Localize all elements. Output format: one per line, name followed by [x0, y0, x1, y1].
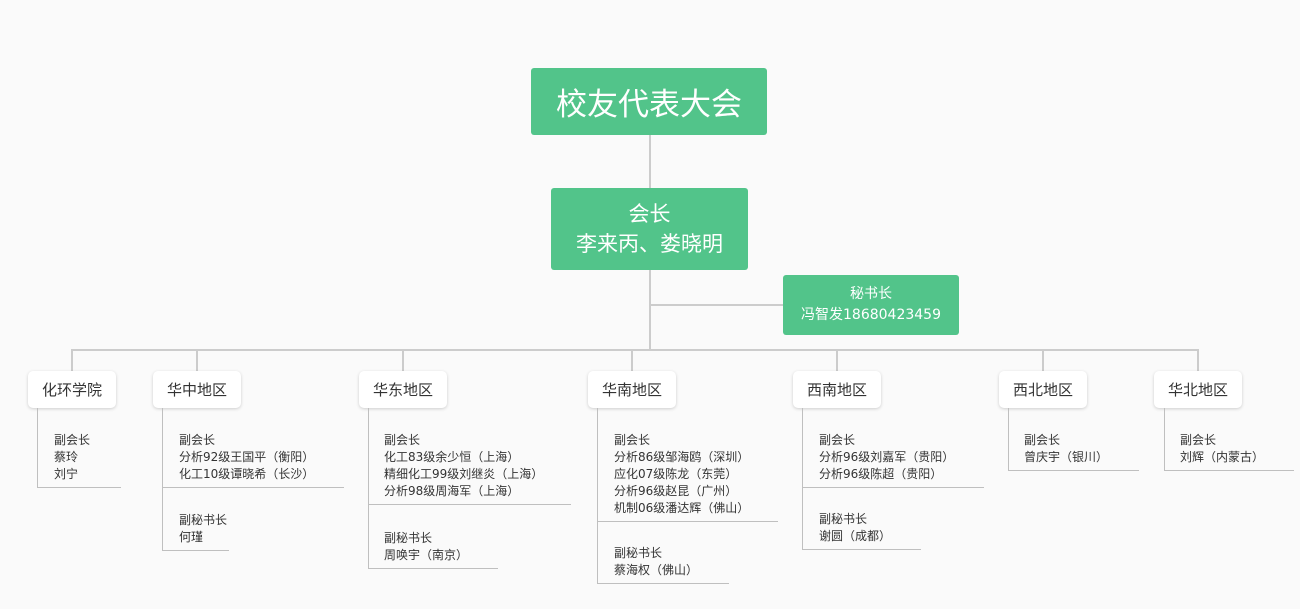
- region-label: 华南地区: [601, 381, 662, 399]
- member-name: 分析96级陈超（贵阳）: [819, 467, 943, 481]
- group-underline: [1008, 470, 1139, 471]
- member-group: 副会长分析92级王国平（衡阳） 化工10级谭晓希（长沙）: [179, 432, 314, 483]
- region-node[interactable]: 华北地区: [1154, 371, 1242, 408]
- member-group: 副秘书长谢圆（成都）: [819, 511, 891, 545]
- region-label: 华北地区: [1167, 381, 1228, 399]
- group-title: 副会长: [1180, 433, 1217, 447]
- member-name: 蔡海权（佛山）: [614, 563, 699, 577]
- group-title: 副秘书长: [614, 546, 663, 560]
- region-node[interactable]: 华东地区: [359, 371, 447, 408]
- region-label: 西北地区: [1012, 381, 1073, 399]
- member-group: 副秘书长蔡海权（佛山）: [614, 545, 698, 579]
- member-group: 副会长化工83级余少恒（上海） 精细化工99级刘继炎（上海） 分析98级周海军（上海…: [384, 432, 543, 500]
- region-node[interactable]: 化环学院: [28, 371, 116, 408]
- group-title: 副秘书长: [179, 513, 228, 527]
- region-label: 西南地区: [806, 381, 867, 399]
- member-group: 副会长分析86级邹海鸥（深圳） 应化07级陈龙（东莞） 分析96级赵昆（广州） 机制0…: [614, 432, 749, 517]
- region-node[interactable]: 西北地区: [999, 371, 1087, 408]
- secretary-name: 冯智发18680423459: [801, 307, 941, 323]
- region-label: 华东地区: [372, 381, 433, 399]
- group-guide-line: [1008, 408, 1009, 471]
- group-guide-line: [37, 408, 38, 488]
- group-title: 副会长: [1024, 433, 1061, 447]
- member-group: 副会长分析96级刘嘉军（贵阳） 分析96级陈超（贵阳）: [819, 432, 954, 483]
- member-name: 分析92级王国平（衡阳）: [179, 450, 315, 464]
- group-title: 副会长: [54, 433, 91, 447]
- member-name: 分析96级刘嘉军（贵阳）: [819, 450, 955, 464]
- group-guide-line: [597, 408, 598, 584]
- member-name: 分析86级邹海鸥（深圳）: [614, 450, 750, 464]
- group-title: 副会长: [384, 433, 421, 447]
- group-title: 副会长: [819, 433, 856, 447]
- region-node[interactable]: 华南地区: [588, 371, 676, 408]
- group-guide-line: [368, 408, 369, 569]
- group-guide-line: [802, 408, 803, 550]
- group-title: 副秘书长: [384, 531, 433, 545]
- member-group: 副会长曾庆宇（银川）: [1024, 432, 1108, 466]
- group-title: 副会长: [179, 433, 216, 447]
- secretary-node[interactable]: 秘书长 冯智发18680423459: [783, 275, 959, 335]
- member-group: 副秘书长周唤宇（南京）: [384, 530, 468, 564]
- group-underline: [368, 568, 498, 569]
- group-guide-line: [162, 408, 163, 551]
- member-name: 刘宁: [54, 467, 79, 481]
- member-name: 机制06级潘达辉（佛山）: [614, 501, 750, 515]
- president-title: 会长: [628, 202, 671, 226]
- group-underline: [802, 487, 984, 488]
- group-underline: [1164, 470, 1294, 471]
- group-underline: [162, 487, 344, 488]
- member-group: 副会长蔡玲刘宁: [54, 432, 90, 483]
- member-group: 副秘书长何瑾: [179, 512, 227, 546]
- member-name: 精细化工99级刘继炎（上海）: [384, 467, 544, 481]
- group-underline: [368, 504, 571, 505]
- root-label: 校友代表大会: [556, 87, 742, 123]
- group-underline: [37, 487, 121, 488]
- member-name: 化工10级谭晓希（长沙）: [179, 467, 315, 481]
- member-name: 周唤宇（南京）: [384, 548, 469, 562]
- member-group: 副会长刘辉（内蒙古）: [1180, 432, 1264, 466]
- member-name: 蔡玲: [54, 450, 79, 464]
- member-name: 谢圆（成都）: [819, 529, 892, 543]
- region-node[interactable]: 西南地区: [793, 371, 881, 408]
- region-node[interactable]: 华中地区: [153, 371, 241, 408]
- region-label: 化环学院: [41, 381, 102, 399]
- root-node[interactable]: 校友代表大会: [531, 68, 767, 135]
- region-label: 华中地区: [166, 381, 227, 399]
- group-underline: [597, 583, 729, 584]
- president-names: 李来丙、娄晓明: [576, 232, 723, 256]
- group-underline: [597, 521, 778, 522]
- president-node[interactable]: 会长 李来丙、娄晓明: [551, 188, 748, 270]
- member-name: 化工83级余少恒（上海）: [384, 450, 520, 464]
- group-underline: [162, 550, 229, 551]
- member-name: 分析96级赵昆（广州）: [614, 484, 738, 498]
- group-title: 副秘书长: [819, 512, 868, 526]
- group-guide-line: [1164, 408, 1165, 471]
- secretary-title: 秘书长: [850, 286, 892, 302]
- group-underline: [802, 549, 921, 550]
- group-title: 副会长: [614, 433, 651, 447]
- member-name: 何瑾: [179, 530, 204, 544]
- member-name: 刘辉（内蒙古）: [1180, 450, 1265, 464]
- member-name: 应化07级陈龙（东莞）: [614, 467, 738, 481]
- member-name: 分析98级周海军（上海）: [384, 484, 520, 498]
- member-name: 曾庆宇（银川）: [1024, 450, 1109, 464]
